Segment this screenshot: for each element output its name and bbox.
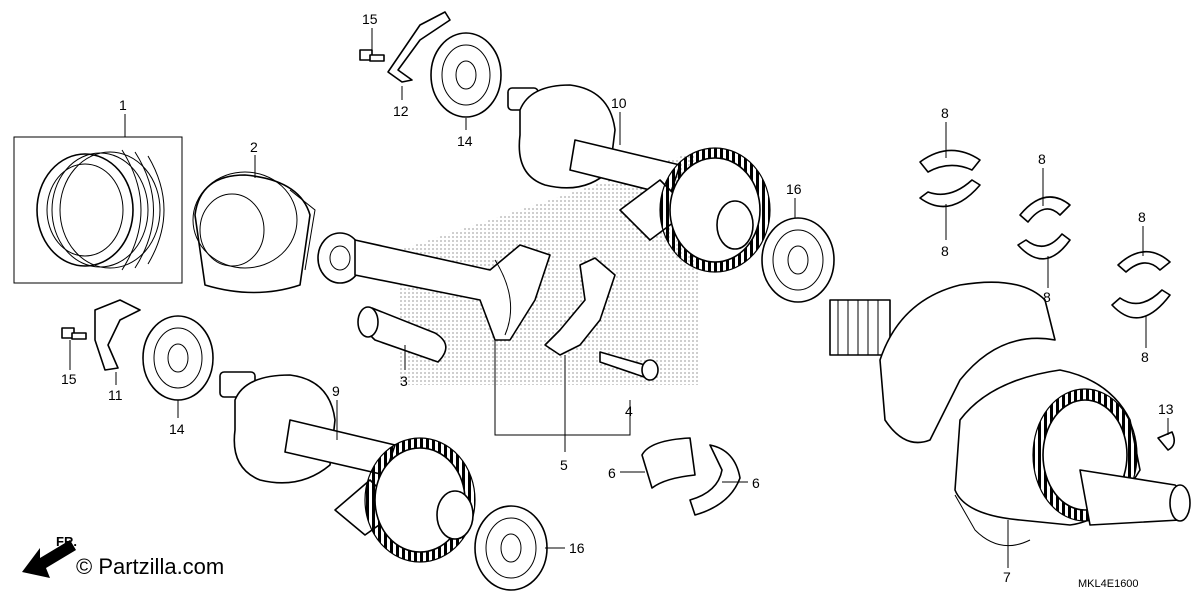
piston-pin (357, 306, 447, 363)
callout-12: 12 (393, 103, 409, 119)
retainer-plate-12 (387, 11, 451, 83)
callout-2: 2 (250, 139, 258, 155)
bearing-half-lower-right (689, 444, 741, 516)
callout-4: 4 (625, 403, 633, 419)
front-direction-arrow: FR. (22, 534, 77, 578)
balancer-shaft-lower (219, 371, 476, 563)
callout-8-e: 8 (1138, 209, 1146, 225)
piston (192, 171, 316, 294)
connecting-rod (317, 232, 551, 341)
front-marker-label: FR. (56, 534, 77, 549)
rod-bolt (599, 351, 659, 381)
bearing-half-lower-left (641, 437, 696, 489)
callout-7: 7 (1003, 569, 1011, 585)
callout-16-upper: 16 (786, 181, 802, 197)
crankshaft (829, 281, 1191, 547)
callout-14-lower: 14 (169, 421, 185, 437)
callout-9: 9 (332, 383, 340, 399)
piston-ring-set (13, 136, 183, 284)
leader-lines (69, 28, 1169, 568)
bolt-15-upper (359, 49, 385, 62)
woodruff-key (1157, 431, 1176, 451)
callout-8-f: 8 (1141, 349, 1149, 365)
watermark-text: © Partzilla.com (76, 554, 224, 579)
ball-bearing-14-upper (430, 32, 502, 118)
ball-bearing-14-lower (142, 315, 214, 401)
ball-bearing-16-upper (761, 217, 835, 303)
callout-8-a: 8 (941, 105, 949, 121)
bearing-pair-1 (919, 149, 981, 208)
callout-labels: 1 2 3 4 5 6 6 7 8 8 8 8 8 8 9 10 11 12 1… (61, 11, 1174, 585)
balancer-shaft-upper (507, 84, 771, 273)
retainer-plate-11 (94, 299, 141, 371)
callout-6-left: 6 (608, 465, 616, 481)
callout-8-c: 8 (1038, 151, 1046, 167)
callout-8-b: 8 (941, 243, 949, 259)
callout-16-lower: 16 (569, 540, 585, 556)
callout-6-right: 6 (752, 475, 760, 491)
callout-8-d: 8 (1043, 289, 1051, 305)
bolt-15-lower (61, 327, 87, 340)
callout-10: 10 (611, 95, 627, 111)
bearing-pair-3 (1111, 250, 1171, 319)
bearing-pair-2 (1017, 196, 1071, 260)
callout-13: 13 (1158, 401, 1174, 417)
diagram-part-code: MKL4E1600 (1078, 578, 1139, 590)
callout-11: 11 (108, 387, 123, 403)
ball-bearing-16-lower (474, 505, 548, 591)
callout-14-upper: 14 (457, 133, 473, 149)
callout-1: 1 (119, 97, 127, 113)
callout-15-upper: 15 (362, 11, 378, 27)
callout-3: 3 (400, 373, 408, 389)
connecting-rod-cap (544, 257, 616, 356)
callout-5: 5 (560, 457, 568, 473)
callout-15-lower: 15 (61, 371, 77, 387)
